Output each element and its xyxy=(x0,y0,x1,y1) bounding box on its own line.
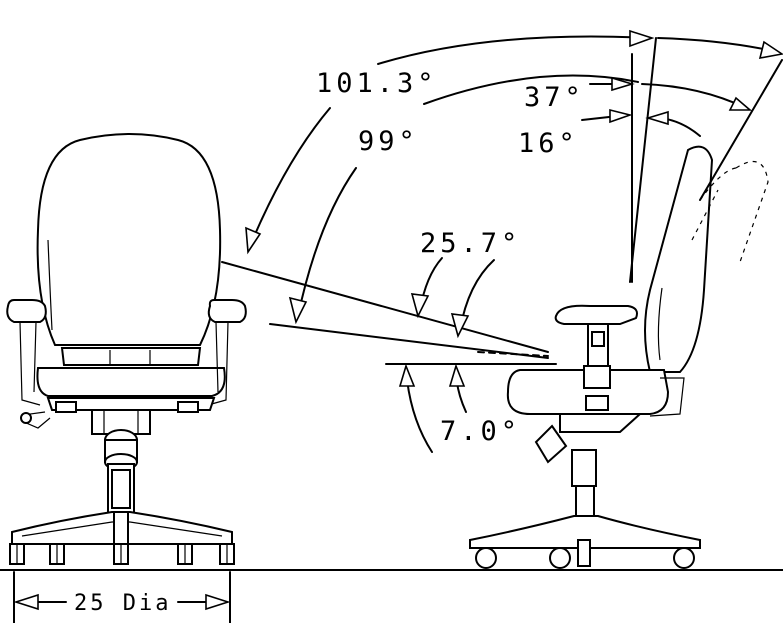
front-left-armrest xyxy=(6,299,47,323)
angle-label-16: 16° xyxy=(518,128,579,159)
front-seat xyxy=(36,367,226,397)
angle-label-37: 37° xyxy=(524,82,585,113)
front-backrest xyxy=(36,133,222,346)
angle-construction xyxy=(221,29,783,453)
front-casters xyxy=(9,543,235,565)
side-backrest xyxy=(644,145,714,373)
back-angle-line xyxy=(629,37,657,283)
side-armrest xyxy=(554,304,638,325)
angle-label-7-0: 7.0° xyxy=(440,416,521,447)
angle-label-25-7: 25.7° xyxy=(420,228,521,259)
angle-label-99: 99° xyxy=(358,126,419,157)
back-reference-line-1 xyxy=(221,261,549,353)
reclined-back-outline xyxy=(691,160,769,263)
recline-line xyxy=(699,59,783,201)
angle-labels: 101.3° 99° 37° 16° 25.7° 7.0° xyxy=(316,68,585,447)
base-diameter-dimension: 25 Dia xyxy=(13,571,231,623)
side-casters xyxy=(475,547,695,569)
back-reference-line-2 xyxy=(269,323,549,359)
front-right-armrest xyxy=(207,299,247,323)
chair-front-view xyxy=(6,133,247,565)
angle-label-101-3: 101.3° xyxy=(316,68,438,99)
base-diameter-label: 25 Dia xyxy=(74,591,171,616)
side-base xyxy=(469,515,701,549)
side-seat xyxy=(506,369,670,415)
chair-side-view xyxy=(469,145,769,569)
